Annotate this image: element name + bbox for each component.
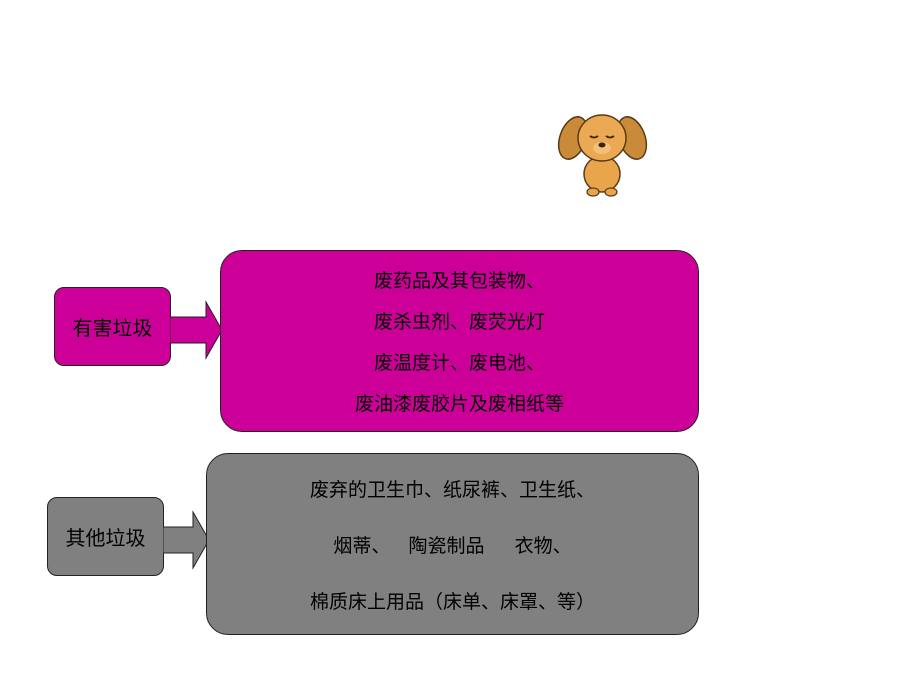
hazardous-arrow-icon <box>170 300 223 360</box>
other-line-2: 烟蒂、 陶瓷制品 衣物、 <box>333 534 572 557</box>
hazardous-waste-label: 有害垃圾 <box>72 316 153 340</box>
other-waste-label-box: 其他垃圾 <box>47 497 164 576</box>
hazardous-waste-content-box: 废药品及其包装物、 废杀虫剂、废荧光灯 废温度计、废电池、 废油漆废胶片及废相纸… <box>220 250 699 432</box>
hazardous-line-1: 废药品及其包装物、 <box>373 270 545 292</box>
hazardous-line-4: 废油漆废胶片及废相纸等 <box>354 393 564 415</box>
other-line-3: 棉质床上用品（床单、床罩、等） <box>309 590 595 613</box>
other-arrow-icon <box>163 510 210 570</box>
puppy-icon <box>557 114 648 197</box>
other-line-1: 废弃的卫生巾、纸尿裤、卫生纸、 <box>309 478 595 501</box>
hazardous-line-2: 废杀虫剂、废荧光灯 <box>373 311 545 333</box>
hazardous-waste-label-box: 有害垃圾 <box>54 287 171 366</box>
hazardous-line-3: 废温度计、废电池、 <box>373 352 545 374</box>
other-waste-content-box: 废弃的卫生巾、纸尿裤、卫生纸、 烟蒂、 陶瓷制品 衣物、 棉质床上用品（床单、床… <box>206 453 699 635</box>
other-waste-label: 其他垃圾 <box>65 526 146 550</box>
